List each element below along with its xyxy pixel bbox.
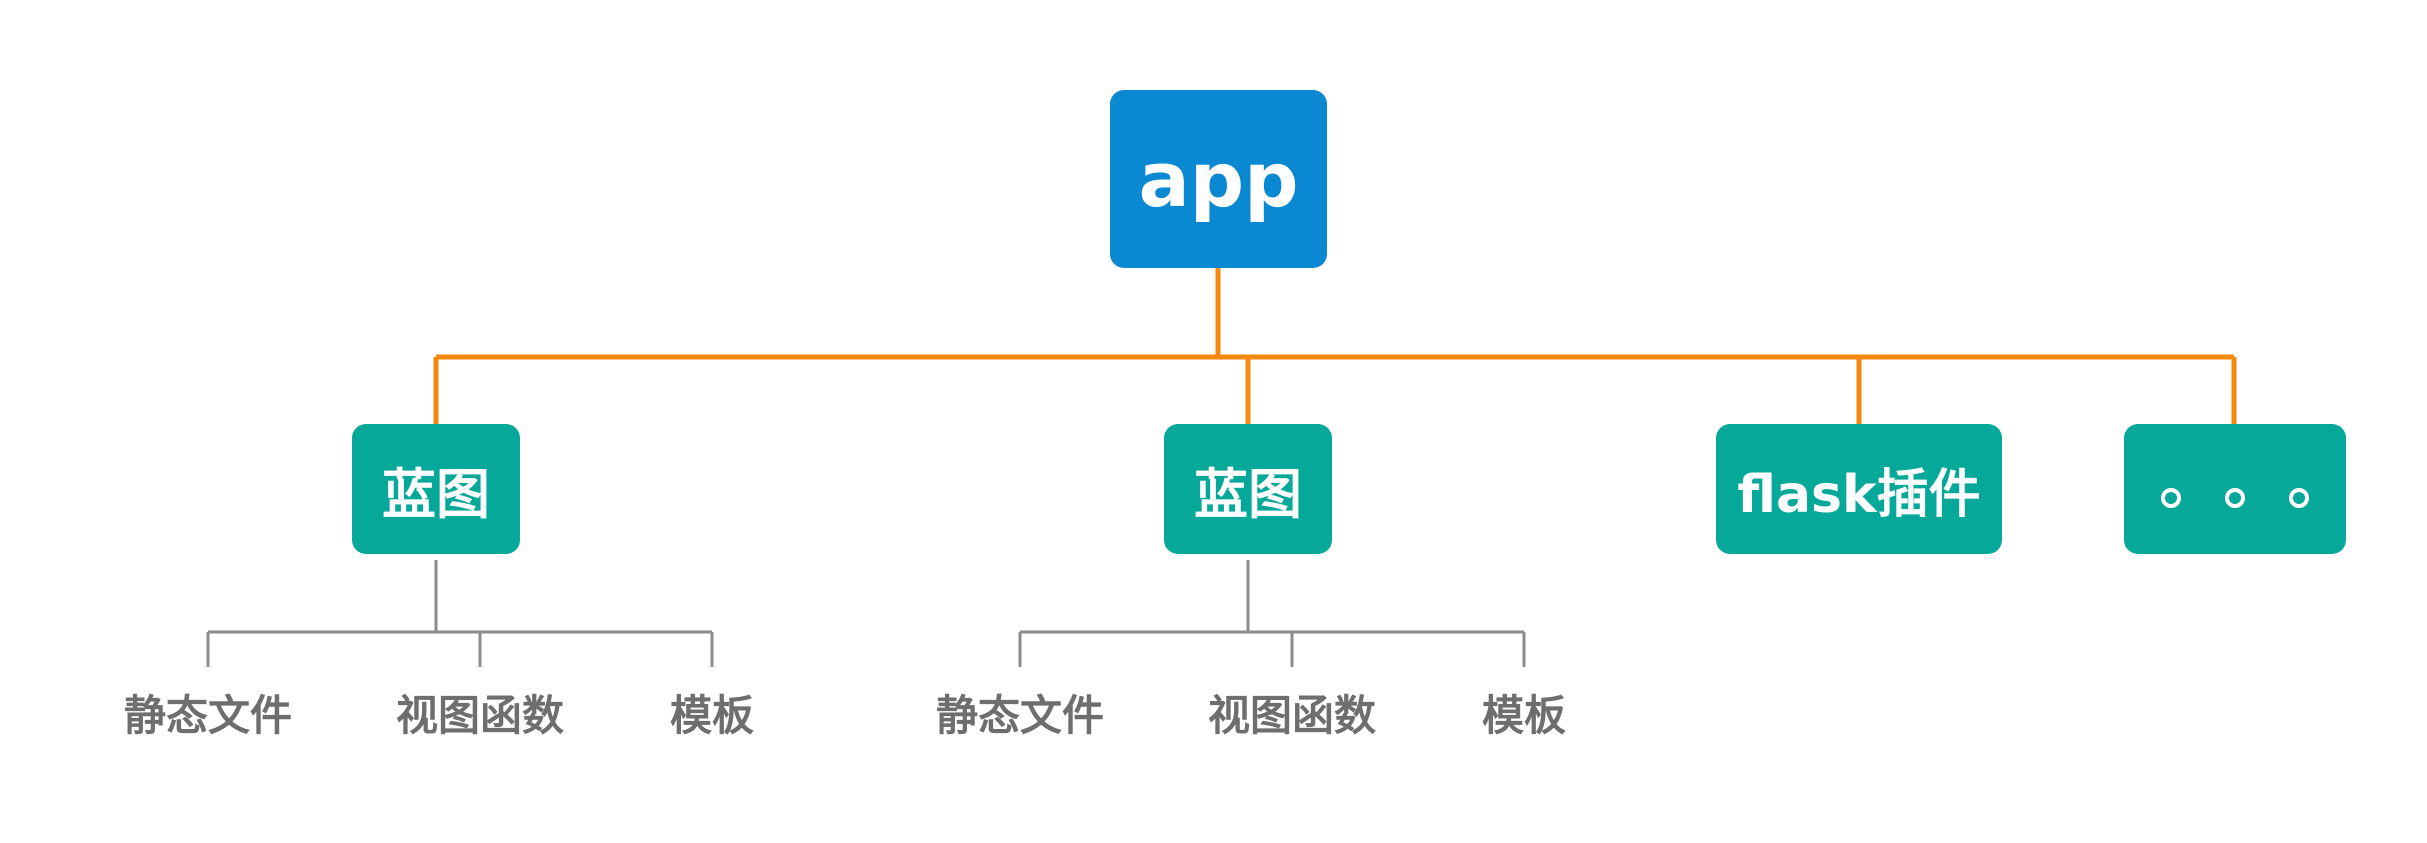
leaf-templates-2: 模板 bbox=[1481, 691, 1567, 740]
leaf-view-functions-2: 视图函数 bbox=[1207, 691, 1377, 740]
root-node-app: app bbox=[1110, 90, 1327, 268]
child-node-label: flask插件 bbox=[1737, 464, 1981, 525]
ellipsis-dot bbox=[2289, 487, 2309, 508]
ellipsis-dot bbox=[2225, 487, 2245, 508]
leaf-connectors-1 bbox=[206, 560, 714, 667]
child-node-flask-plugin: flask插件 bbox=[1716, 424, 2002, 554]
ellipsis-dots bbox=[2139, 458, 2331, 521]
leaf-view-functions-1: 视图函数 bbox=[395, 691, 565, 740]
leaf-connectors-2 bbox=[1018, 560, 1526, 667]
ellipsis-dot bbox=[2161, 487, 2181, 508]
leaf-static-files-1: 静态文件 bbox=[123, 691, 293, 740]
child-node-label: 蓝图 bbox=[1194, 462, 1302, 526]
leaf-static-files-2: 静态文件 bbox=[935, 691, 1105, 740]
child-node-blueprint-1: 蓝图 bbox=[352, 424, 520, 554]
child-node-label: 蓝图 bbox=[382, 462, 490, 526]
child-node-more bbox=[2124, 424, 2346, 554]
root-node-label: app bbox=[1138, 134, 1299, 224]
main-connectors bbox=[433, 268, 2237, 424]
leaf-templates-1: 模板 bbox=[669, 691, 755, 740]
child-node-blueprint-2: 蓝图 bbox=[1164, 424, 1332, 554]
